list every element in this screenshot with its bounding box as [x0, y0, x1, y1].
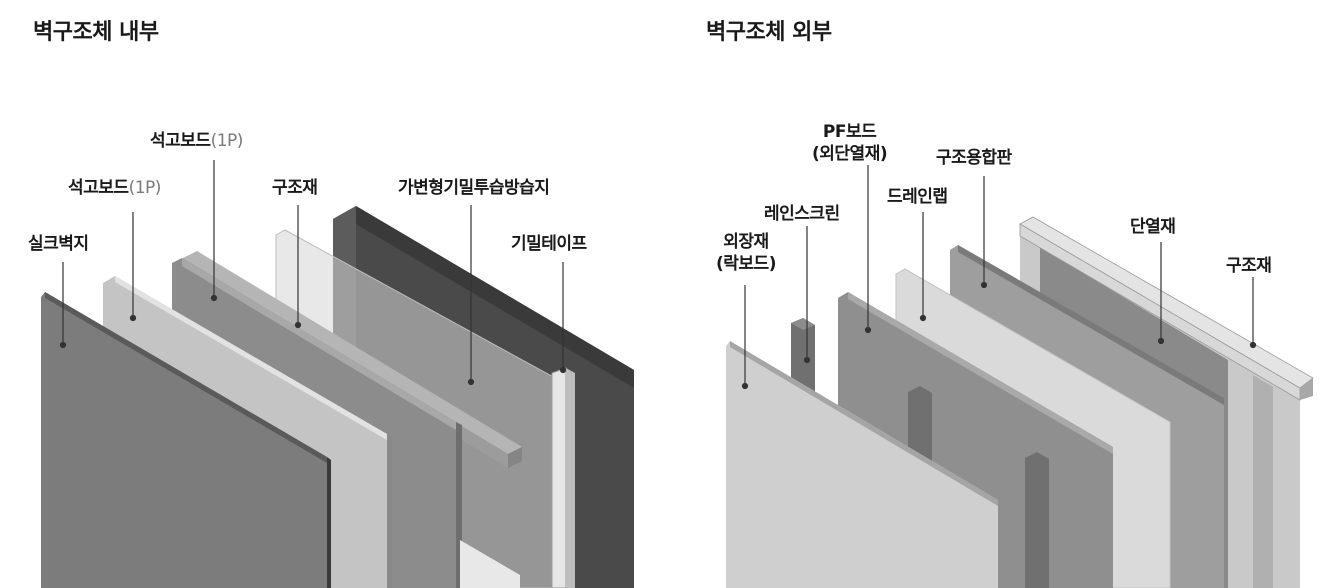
label-airtight-tape: 기밀테이프: [511, 234, 587, 254]
cladding-rockboard: [726, 341, 998, 588]
inner-wall-exploded-diagram: [41, 160, 634, 588]
label-structure-inner: 구조재: [272, 178, 318, 198]
label-cladding: 외장재 (락보드): [716, 232, 776, 274]
label-silk-wallpaper: 실크벽지: [28, 234, 89, 254]
outer-wall-title: 벽구조체 외부: [706, 20, 832, 45]
label-drainwrap: 드레인랩: [887, 187, 948, 207]
outer-wall-exploded-diagram: [726, 165, 1314, 588]
label-vapor-membrane: 가변형기밀투습방습지: [398, 178, 550, 198]
label-gypsum-back: 석고보드(1P): [150, 131, 243, 151]
label-structure-outer: 구조재: [1226, 256, 1272, 276]
label-structural-panel: 구조용합판: [936, 148, 1012, 168]
label-gypsum-front: 석고보드(1P): [68, 178, 161, 198]
inner-wall-title: 벽구조체 내부: [33, 20, 159, 45]
floor-edge: [460, 540, 520, 588]
label-pf-board: PF보드 (외단열재): [812, 122, 888, 164]
label-rainscreen: 레인스크린: [764, 204, 840, 224]
silk-wallpaper-panel: [41, 292, 331, 588]
label-insulation: 단열재: [1130, 217, 1176, 237]
airtight-tape-strip: [551, 367, 575, 588]
